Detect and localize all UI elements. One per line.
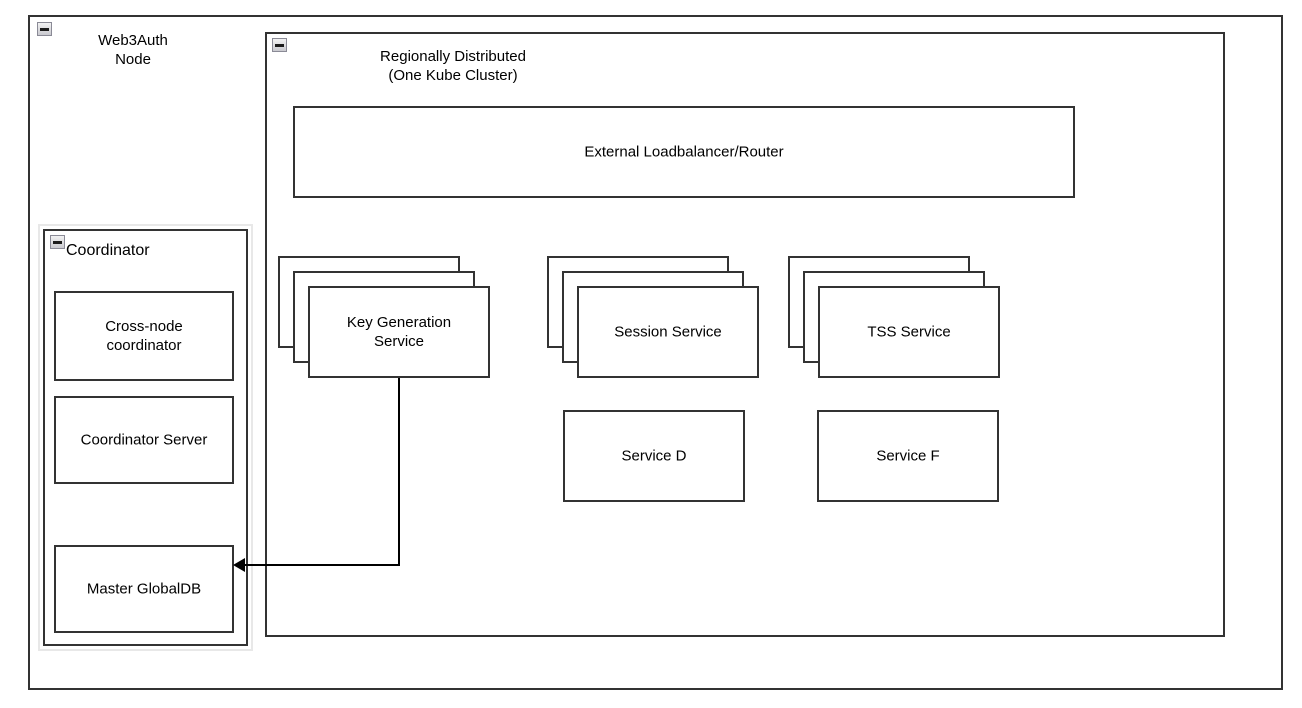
tss-service-label: TSS Service	[867, 323, 951, 341]
key-generation-service-stack[interactable]: Key Generation Service	[278, 256, 490, 378]
key-generation-service-instance-front[interactable]: Key Generation Service	[308, 286, 490, 378]
minus-bar	[53, 240, 62, 244]
collapse-minus-icon-kube-cluster[interactable]	[272, 38, 287, 52]
session-service-instance-front[interactable]: Session Service	[577, 286, 759, 378]
session-service-label: Session Service	[614, 323, 722, 341]
coordinator-server-box[interactable]: Coordinator Server	[54, 396, 234, 484]
external-loadbalancer-router-box[interactable]: External Loadbalancer/Router	[293, 106, 1075, 198]
collapse-minus-icon-coordinator[interactable]	[50, 235, 65, 249]
cross-node-coordinator-label: Cross-node coordinator	[105, 318, 183, 354]
service-f-box[interactable]: Service F	[817, 410, 999, 502]
tss-service-instance-front[interactable]: TSS Service	[818, 286, 1000, 378]
external-loadbalancer-router-label: External Loadbalancer/Router	[584, 143, 784, 161]
master-globaldb-box[interactable]: Master GlobalDB	[54, 545, 234, 633]
coordinator-server-label: Coordinator Server	[80, 431, 208, 449]
service-d-box[interactable]: Service D	[563, 410, 745, 502]
minus-bar	[40, 27, 49, 31]
cross-node-coordinator-box[interactable]: Cross-node coordinator	[54, 291, 234, 381]
key-generation-service-label: Key Generation Service	[346, 314, 452, 350]
kube-cluster-label: Regionally Distributed (One Kube Cluster…	[380, 48, 526, 84]
tss-service-stack[interactable]: TSS Service	[788, 256, 1000, 378]
coordinator-label: Coordinator	[66, 242, 150, 259]
session-service-stack[interactable]: Session Service	[547, 256, 759, 378]
minus-bar	[275, 43, 284, 47]
connector-arrowhead-globaldb	[233, 558, 245, 572]
master-globaldb-label: Master GlobalDB	[86, 580, 202, 598]
service-f-label: Service F	[876, 447, 940, 465]
connector-keygen-to-globaldb-vertical	[398, 378, 400, 566]
service-d-label: Service D	[621, 447, 687, 465]
web3auth-node-label: Web3Auth Node	[98, 32, 168, 68]
connector-keygen-to-globaldb-horizontal	[243, 564, 400, 566]
collapse-minus-icon-web3auth-node[interactable]	[37, 22, 52, 36]
